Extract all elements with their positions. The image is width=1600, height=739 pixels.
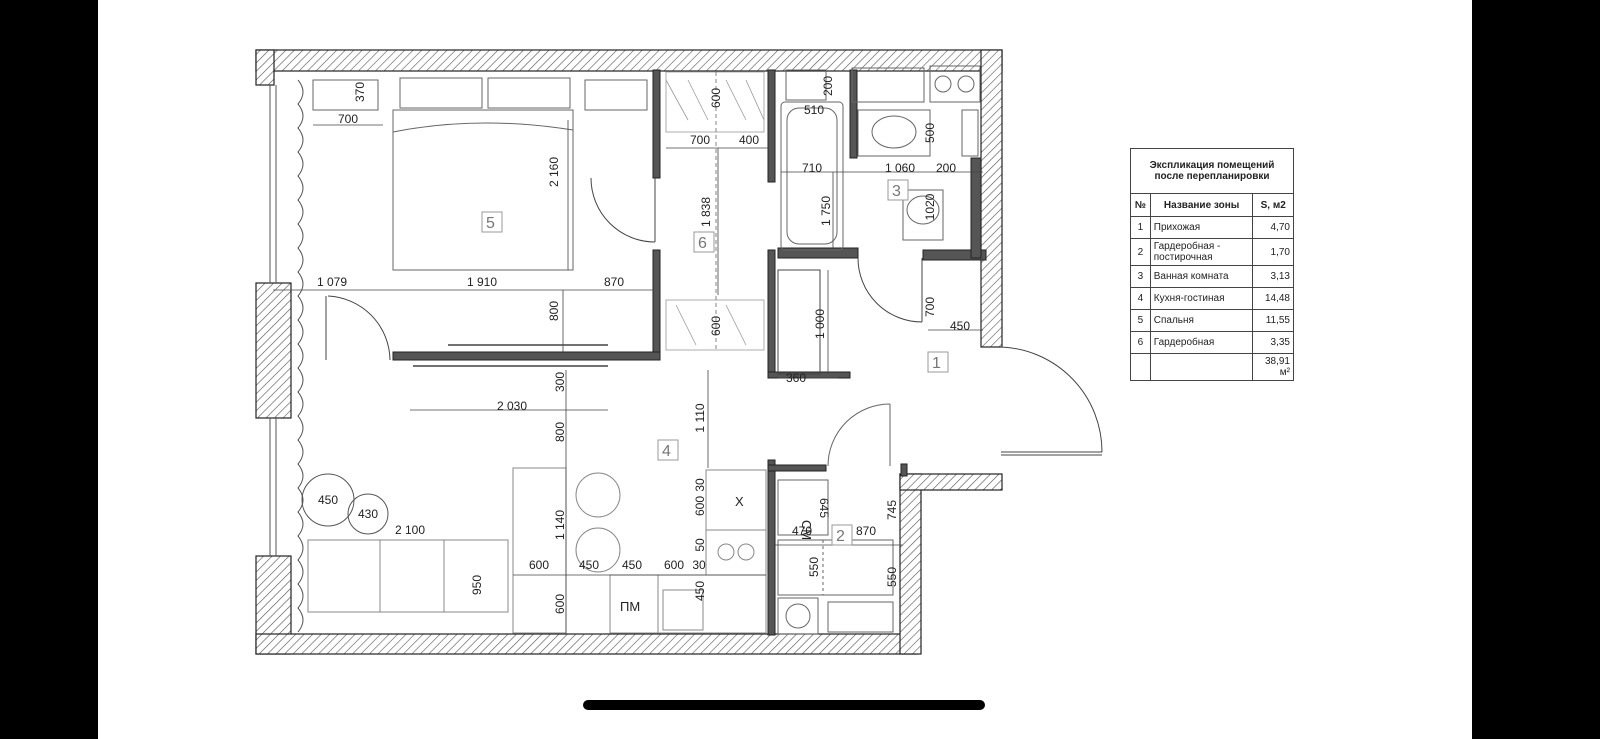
dim-700-ward: 700 [690,133,710,147]
dimension-lines [273,120,983,633]
room-label-4: 4 [662,443,671,460]
dim-710: 710 [802,161,822,175]
cross-mark: Х [735,494,744,509]
legend-row: 2 Гардеробная - постирочная 1,70 [1130,238,1294,266]
chairs [575,472,621,573]
floor-plan: 1 2 3 4 5 6 ПМ Х СМ 370 700 2 160 1 079 … [255,49,1103,655]
dim-510: 510 [804,103,824,117]
room-legend-table: Экспликация помещений после перепланиров… [1130,148,1294,381]
dim-700-entry: 700 [923,297,937,317]
dim-2030: 2 030 [497,399,527,413]
dim-870-w2: 870 [856,524,876,538]
dishwasher-label: ПМ [620,599,640,614]
dim-600-k1: 600 [693,496,707,516]
interior-walls [392,69,987,636]
dim-300: 300 [553,372,567,392]
dim-800-kitchen: 800 [553,422,567,442]
legend-col-num: № [1130,193,1151,217]
dim-600-k2: 600 [529,558,549,572]
dim-600-k3: 600 [664,558,684,572]
washer-label: СМ [799,520,814,540]
dim-400: 400 [739,133,759,147]
sofa [307,539,509,613]
dim-450-entry: 450 [950,319,970,333]
dim-550-a: 550 [807,557,821,577]
legend-row: 4 Кухня-гостиная 14,48 [1130,287,1294,310]
bathroom-door [857,257,923,323]
dim-470: 470 [792,524,812,538]
dim-550-b: 550 [885,567,899,587]
dim-1020: 1020 [923,193,937,220]
wardrobe-2 [777,403,894,635]
dim-360: 360 [786,371,806,385]
dim-450-table: 450 [318,493,338,507]
room-label-6: 6 [698,235,707,252]
bath-fixtures [785,65,981,241]
home-indicator[interactable] [583,700,985,710]
dim-450-k3: 450 [693,581,707,601]
dim-200-side: 200 [936,161,956,175]
drawing-sheet: 1 2 3 4 5 6 ПМ Х СМ 370 700 2 160 1 079 … [98,0,1472,739]
dim-30-k2: 30 [692,558,706,572]
dim-700: 700 [338,112,358,126]
bed [392,77,574,271]
nightstands [312,79,648,111]
room-label-1: 1 [932,355,941,372]
dim-2100: 2 100 [395,523,425,537]
dim-1060: 1 060 [885,161,915,175]
dim-50: 50 [693,538,707,552]
room-numbers: 1 2 3 4 5 6 [481,179,949,546]
legend-col-name: Название зоны [1149,193,1254,217]
legend-row: 5 Спальня 11,55 [1130,309,1294,332]
dim-745: 745 [885,500,899,520]
dim-800: 800 [547,301,561,321]
legend-row: 3 Ванная комната 3,13 [1130,265,1294,288]
dimension-labels: 370 700 2 160 1 079 1 910 870 800 600 70… [317,76,970,614]
legend-total-row: 38,91 м² [1130,353,1294,381]
bathtub [780,101,844,251]
bedroom-door [325,177,656,361]
dim-950: 950 [470,575,484,595]
room-label-2: 2 [836,528,845,545]
dim-1838: 1 838 [699,197,713,227]
legend-row: 6 Гардеробная 3,35 [1130,331,1294,354]
dim-500: 500 [923,123,937,143]
entry-shaft [777,269,821,375]
legend-total: 38,91 м² [1252,353,1294,381]
dim-1140: 1 140 [553,510,567,540]
dim-600-bottom: 600 [709,316,723,336]
dim-645: 645 [817,498,831,518]
dim-370: 370 [353,82,367,102]
round-tables [301,473,389,535]
dim-2160: 2 160 [547,157,561,187]
room-label-5: 5 [486,215,495,232]
dim-200-top: 200 [821,76,835,96]
exterior-walls [255,49,1003,655]
dim-1110: 1 110 [693,403,707,432]
wardrobe-6-shelves [665,71,765,351]
legend-title: Экспликация помещений после перепланиров… [1130,148,1294,194]
dim-1750: 1 750 [819,196,833,226]
dim-1000: 1 000 [813,309,827,339]
legend-row: 1 Прихожая 4,70 [1130,216,1294,239]
legend-col-area: S, м2 [1252,193,1294,217]
dim-430: 430 [358,507,378,521]
window-left [269,79,304,633]
dim-600-top: 600 [709,88,723,108]
dim-870: 870 [604,275,624,289]
dim-450-k2: 450 [622,558,642,572]
dim-1910: 1 910 [467,275,497,289]
dim-1079: 1 079 [317,275,347,289]
dim-450-k1: 450 [579,558,599,572]
room-label-3: 3 [892,183,901,200]
sliding-door [413,344,608,367]
dim-30-k1: 30 [693,478,707,492]
entrance-door [1000,346,1103,456]
dim-600-k4: 600 [553,594,567,614]
